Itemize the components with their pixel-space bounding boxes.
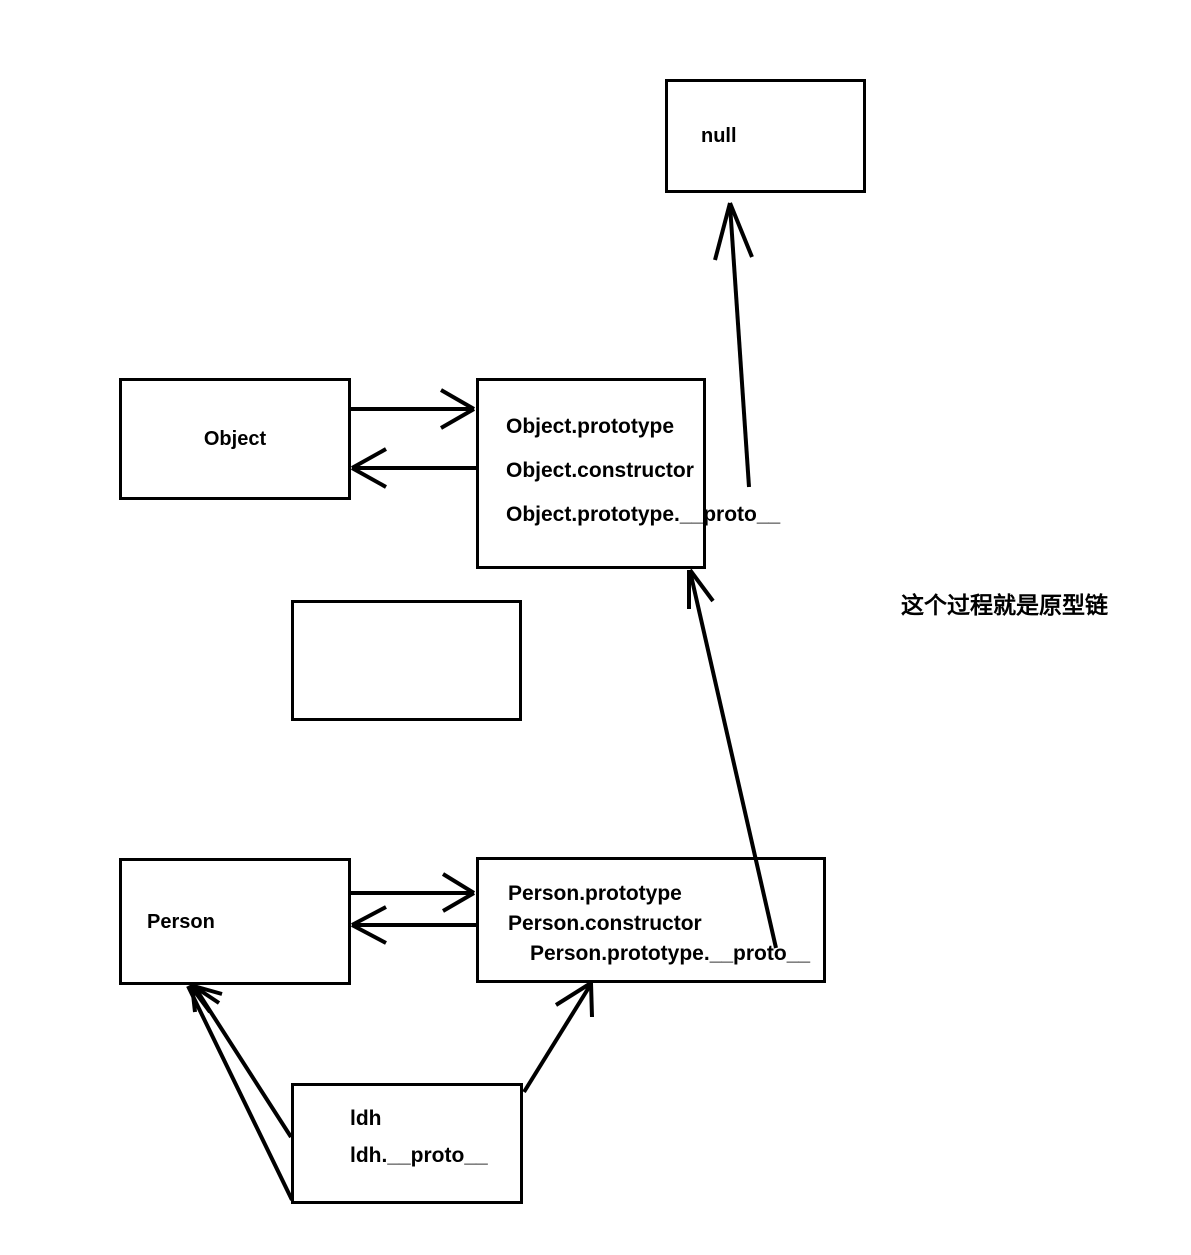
edge-person-to-person-prototype (351, 872, 476, 913)
node-null-label: null (701, 125, 737, 147)
ldh-line-1: ldh (350, 1107, 382, 1130)
edge-ldh-to-person-a (190, 983, 293, 1139)
node-object[interactable]: Object (119, 378, 351, 500)
edge-object-prototype-to-null (713, 202, 754, 488)
ldh-line-2: ldh.__proto__ (350, 1144, 488, 1167)
node-person-label: Person (147, 910, 215, 933)
edge-object-to-object-prototype (351, 388, 475, 430)
node-null[interactable]: null (665, 79, 866, 193)
edge-object-prototype-to-object (351, 447, 476, 489)
edge-person-prototype-to-person (351, 905, 476, 945)
node-person[interactable]: Person (119, 858, 351, 985)
person-prototype-line-3: Person.prototype.__proto__ (530, 942, 811, 965)
node-object-label: Object (203, 428, 267, 450)
node-person-prototype[interactable]: Person.prototype Person.constructor Pers… (476, 857, 826, 983)
node-ldh[interactable]: ldh ldh.__proto__ (291, 1083, 523, 1204)
edge-ldh-to-person-prototype (522, 981, 594, 1094)
node-object-prototype[interactable]: Object.prototype Object.constructor Obje… (476, 378, 781, 569)
person-prototype-line-2: Person.constructor (508, 912, 702, 935)
edge-ldh-to-person-b (186, 983, 294, 1201)
object-prototype-line-1: Object.prototype (506, 415, 675, 438)
node-empty-box[interactable] (291, 600, 522, 721)
prototype-chain-annotation: 这个过程就是原型链 (901, 593, 1108, 619)
object-prototype-line-2: Object.constructor (506, 459, 694, 482)
object-prototype-line-3: Object.prototype.__proto__ (506, 503, 781, 526)
person-prototype-line-1: Person.prototype (508, 882, 682, 905)
